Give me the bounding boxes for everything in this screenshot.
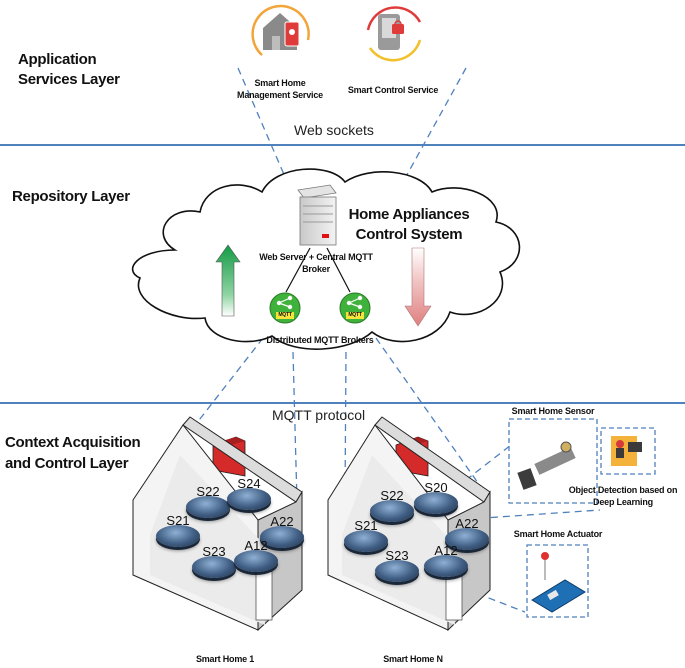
node-label: S24 <box>237 476 261 491</box>
smart-control-label: Smart Control Service <box>347 85 439 95</box>
smart-home-actuator-panel <box>526 544 589 618</box>
node-s21 <box>156 525 200 547</box>
node-a12 <box>424 555 468 577</box>
smart-home-management-icon <box>251 4 310 56</box>
smart-home-1-label: Smart Home 1 <box>195 654 255 664</box>
actuator-title: Smart Home Actuator <box>513 529 603 539</box>
node-a12 <box>234 550 278 572</box>
mqtt-broker-icon <box>269 292 301 324</box>
node-a22 <box>260 526 304 548</box>
node-label: S22 <box>196 484 220 499</box>
node-s21 <box>344 530 388 552</box>
node-label: S23 <box>202 544 226 559</box>
mqtt-broker-icon <box>339 292 371 324</box>
repository-layer-title: Repository Layer <box>12 188 130 205</box>
node-label: S21 <box>354 518 378 533</box>
arrow-down-icon <box>404 247 432 327</box>
node-label: A12 <box>244 538 268 553</box>
node-a22 <box>445 528 489 550</box>
cloud-title: Home Appliances Control System <box>348 206 470 243</box>
mqtt-badge-label: MQTT <box>348 312 362 318</box>
server-broker-link <box>326 247 351 293</box>
server-broker-link <box>285 247 311 293</box>
application-layer-title: Application Services Layer <box>18 51 120 88</box>
smart-home-n-label: Smart Home N <box>383 654 443 664</box>
node-s20 <box>414 492 458 514</box>
node-label: A22 <box>455 516 479 531</box>
node-label: S21 <box>166 513 190 528</box>
node-label: S22 <box>380 488 404 503</box>
mqtt-protocol-label: MQTT protocol <box>272 407 366 423</box>
arrow-up-icon <box>215 244 241 317</box>
server-label: Web Server + Central MQTT Broker <box>259 252 373 274</box>
node-label: S20 <box>424 480 448 495</box>
node-s23 <box>375 560 419 582</box>
distributed-brokers-label: Distributed MQTT Brokers <box>266 335 374 345</box>
object-detection-label: Object Detection based on Deep Learning <box>568 485 678 507</box>
node-label: S23 <box>385 548 409 563</box>
sensor-title: Smart Home Sensor <box>511 406 595 416</box>
server-icon <box>297 184 337 246</box>
smart-home-sensor-panel <box>508 418 598 504</box>
smart-home-1-house <box>132 416 303 632</box>
context-layer-title: Context Acquisition and Control Layer <box>5 434 141 472</box>
node-s24 <box>227 488 271 510</box>
node-label: A22 <box>270 514 294 529</box>
node-s22 <box>186 496 230 518</box>
smart-control-icon <box>366 6 422 62</box>
node-label: A12 <box>434 543 458 558</box>
object-detection-panel <box>600 427 656 475</box>
node-s23 <box>192 556 236 578</box>
web-sockets-label: Web sockets <box>294 122 374 138</box>
smart-home-n-house <box>327 416 491 632</box>
mqtt-badge-label: MQTT <box>278 312 292 318</box>
smart-home-management-label: Smart Home Management Service <box>237 78 323 100</box>
node-s22 <box>370 500 414 522</box>
